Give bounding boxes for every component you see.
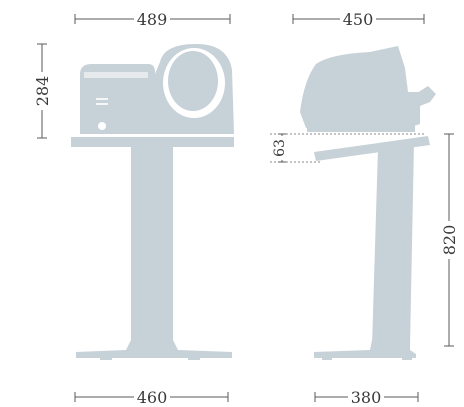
side-column	[372, 142, 414, 346]
side-tray-gap-dimension: 63	[270, 133, 425, 163]
rear-handle	[406, 86, 436, 110]
front-top-width-label: 489	[137, 10, 168, 29]
side-top-depth-dimension: 450	[292, 9, 425, 29]
side-top-depth-label: 450	[343, 10, 374, 29]
front-table-top	[71, 137, 234, 147]
side-view: 450 63 820	[270, 9, 460, 407]
side-foot-left	[322, 357, 332, 360]
side-machine-body	[300, 46, 420, 128]
front-base	[76, 340, 232, 358]
front-view: 489 284	[32, 9, 234, 407]
front-base-width-label: 460	[137, 388, 168, 407]
front-top-width-dimension: 489	[74, 9, 231, 29]
side-base-depth-label: 380	[351, 388, 382, 407]
front-height-label: 284	[33, 76, 52, 107]
side-base-depth-dimension: 380	[314, 387, 419, 407]
front-machine-body	[80, 44, 234, 134]
side-foot-right	[402, 357, 412, 360]
front-base-width-dimension: 460	[74, 387, 229, 407]
front-foot-right	[188, 357, 200, 360]
side-tray-gap-label: 63	[272, 139, 288, 157]
side-base	[314, 340, 416, 358]
front-height-dimension: 284	[32, 43, 52, 139]
side-lower-body	[307, 118, 415, 132]
front-foot-left	[100, 357, 112, 360]
side-stand-height-dimension: 820	[440, 133, 460, 347]
side-tilted-tray	[314, 136, 430, 161]
front-column	[131, 146, 173, 344]
knob-icon	[98, 122, 106, 130]
side-stand-height-label: 820	[440, 225, 459, 256]
